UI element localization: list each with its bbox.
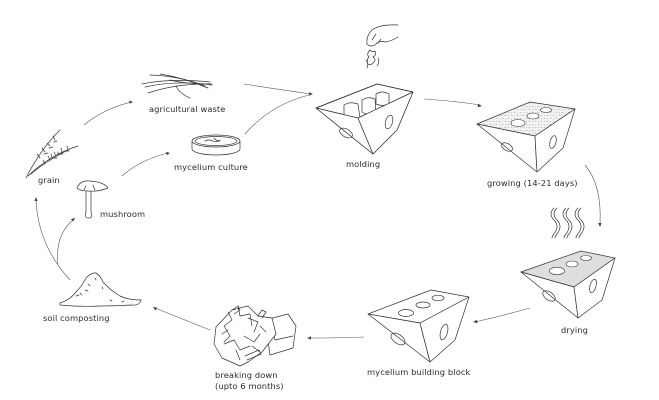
growing-block-icon [475,101,576,173]
grain-icon [25,129,79,179]
arrow-soil-composting-to-grain [34,197,71,281]
arrow-mushroom-to-mycelium-culture [121,151,170,177]
mold-box-icon [315,24,414,155]
label-molding: molding [346,159,381,169]
petri-dish-icon [191,134,241,156]
arrow-growing-to-drying [584,164,602,227]
heat-waves-icon [550,207,585,239]
label-drying: drying [561,325,589,335]
arrow-mycelium-culture-to-molding [244,94,310,135]
label-growing: growing (14-21 days) [487,178,578,188]
hand-icon [365,24,399,69]
label-breaking-down-duration: (upto 6 months) [215,381,284,391]
arrow-grain-to-agricultural-waste [83,100,133,126]
arrow-drying-to-building-block [473,307,531,324]
arrow-breaking-down-to-soil-composting [153,307,211,331]
agricultural-waste-icon [141,73,213,99]
arrow-soil-composting-to-mushroom [57,218,75,265]
building-block-icon [367,289,470,363]
label-agricultural-waste: agricultural waste [149,104,226,114]
label-mycelium-culture: mycelium culture [174,162,248,172]
drying-block-icon [519,250,616,319]
arrow-building-block-to-breaking-down [307,336,365,340]
broken-block-icon [213,305,297,367]
label-mushroom: mushroom [100,209,146,219]
label-grain: grain [38,175,60,185]
arrow-agricultural-waste-to-molding [243,83,313,96]
mushroom-icon [76,180,109,219]
label-building-block: mycelium building block [367,367,471,377]
arrow-molding-to-growing [423,98,482,108]
label-breaking-down: breaking down [215,370,278,380]
soil-pile-icon [59,272,142,307]
label-soil-composting: soil composting [43,313,110,323]
